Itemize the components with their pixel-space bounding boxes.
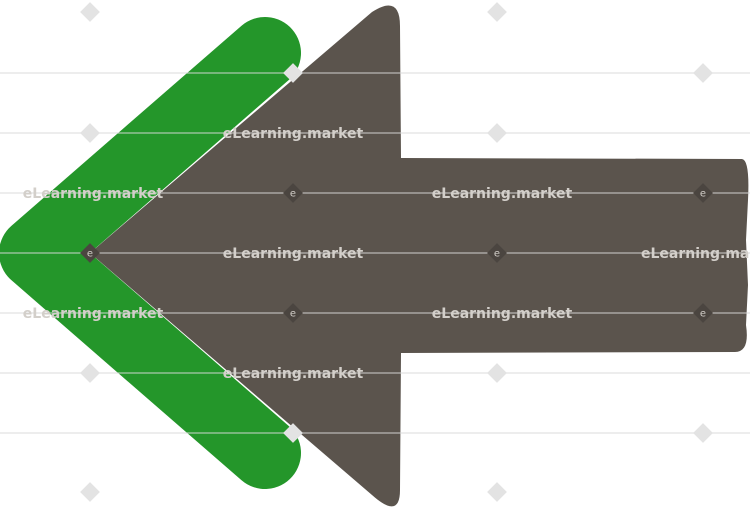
watermark-diamond-icon: [487, 243, 507, 263]
watermark-badge-letter: e: [290, 309, 296, 320]
watermark-text: eLearning.market: [223, 246, 364, 262]
watermark-diamond-icon: [487, 482, 507, 502]
watermark-text: eLearning.market: [641, 246, 750, 262]
watermark-badge-letter: e: [700, 189, 706, 200]
watermark-diamond-icon: [80, 2, 100, 22]
watermark-diamond-icon: [283, 183, 303, 203]
watermark-diamond-icon: [693, 303, 713, 323]
watermark-text: eLearning.market: [432, 306, 573, 322]
watermark-diamond-icon: [693, 63, 713, 83]
watermark-diamond-icon: [283, 303, 303, 323]
watermark-badge-letter: e: [494, 249, 500, 260]
watermark-badge-letter: e: [700, 309, 706, 320]
watermark-badge-letter: e: [87, 249, 93, 260]
watermark-diamond-icon: [487, 2, 507, 22]
watermark-diamond-icon: [80, 243, 100, 263]
watermark-diamond-icon: [80, 482, 100, 502]
left-arrow-shape: [90, 5, 749, 507]
watermark-diamond-icon: [283, 423, 303, 443]
watermark-text: eLearning.market: [23, 306, 164, 322]
watermark-diamond-icon: [487, 363, 507, 383]
watermark-diamond-icon: [80, 123, 100, 143]
watermark-badge-letter: e: [290, 189, 296, 200]
watermark-diamond-icon: [283, 63, 303, 83]
watermark-text: eLearning.market: [23, 186, 164, 202]
watermark-diamond-icon: [487, 123, 507, 143]
watermark-text-layer: eLearning.market eLearning.market eLearn…: [23, 126, 750, 382]
watermark-layer: e e e e e e: [0, 2, 750, 502]
watermark-text: eLearning.market: [432, 186, 573, 202]
watermark-diamond-icon: [693, 423, 713, 443]
watermark-text: eLearning.market: [223, 366, 364, 382]
watermark-diamond-icon: [80, 363, 100, 383]
watermark-text: eLearning.market: [223, 126, 364, 142]
